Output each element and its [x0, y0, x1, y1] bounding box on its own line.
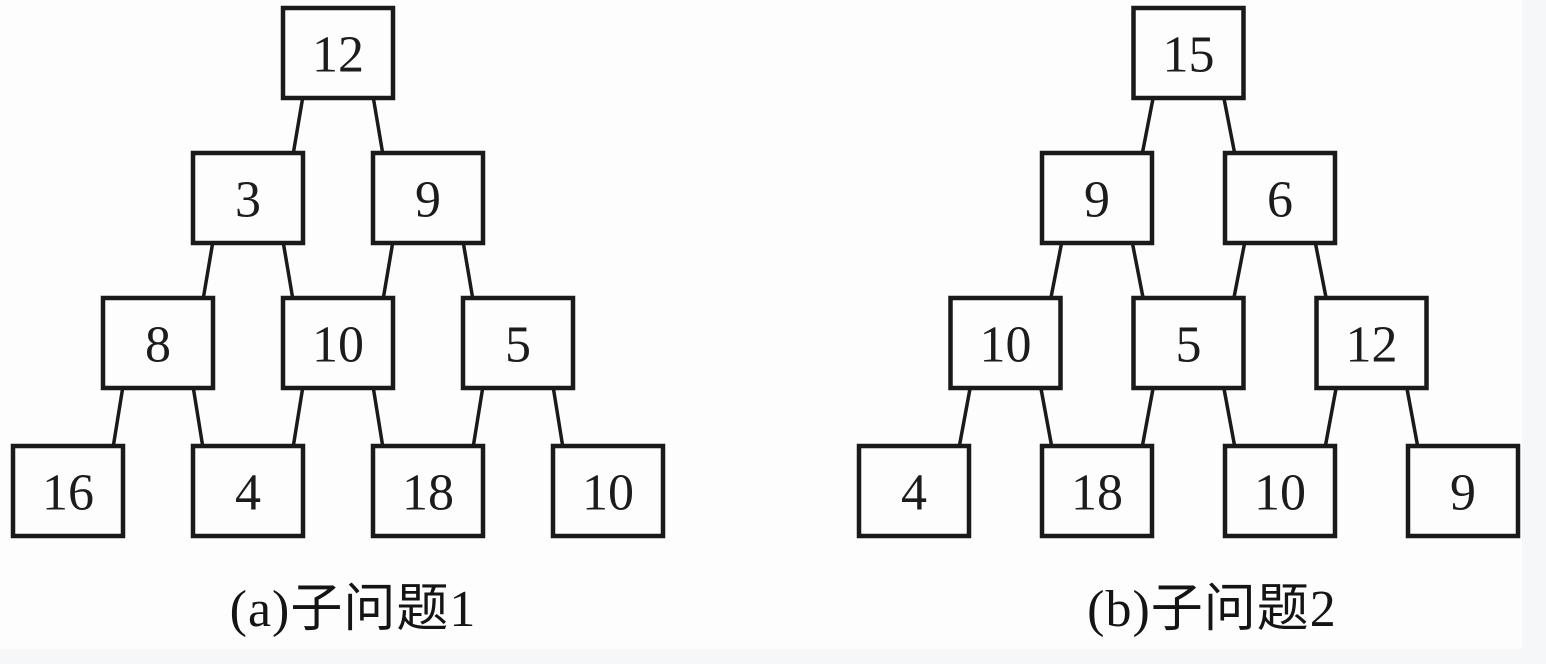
tree-node-box — [1222, 150, 1338, 246]
tree-edge — [281, 240, 295, 301]
tree-edge — [291, 385, 305, 449]
tree-node-value: 9 — [415, 172, 441, 229]
tree-node-box — [1131, 5, 1246, 101]
tree-node-value: 3 — [235, 172, 261, 229]
tree-node-box — [1405, 443, 1521, 539]
tree-node-value: 15 — [1163, 27, 1215, 84]
tree-edge — [957, 385, 973, 449]
figure-a-caption: (a)子问题1 — [229, 581, 477, 638]
tree-node-value: 10 — [312, 317, 364, 374]
tree-node-box — [1039, 150, 1155, 246]
tree-node-box — [948, 295, 1063, 391]
tree-node-box — [370, 443, 486, 539]
tree-node-value: 12 — [312, 27, 364, 84]
tree-edge — [1221, 95, 1237, 156]
tree-edge — [381, 240, 395, 301]
tree-edge — [1038, 385, 1054, 449]
figure-b-caption: (b)子问题2 — [1087, 581, 1337, 638]
tree-edge — [551, 385, 565, 449]
tree-node-box — [370, 150, 486, 246]
tree-node-box — [460, 295, 576, 391]
tree-edge — [1231, 240, 1247, 301]
tree-node-box — [10, 443, 126, 539]
tree-edge — [1140, 385, 1156, 449]
tree-node-box — [856, 443, 972, 539]
tree-node-value: 8 — [145, 317, 171, 374]
tree-node-box — [1039, 443, 1155, 539]
tree-node-box — [1314, 295, 1429, 391]
tree-node-value: 9 — [1084, 172, 1110, 229]
tree-node-value: 18 — [1071, 465, 1123, 522]
tree-node-value: 10 — [1254, 465, 1306, 522]
tree-edge — [1313, 240, 1329, 301]
bottom-edge-strip — [0, 649, 1546, 664]
tree-node-value: 12 — [1346, 317, 1398, 374]
tree-node-value: 4 — [901, 465, 927, 522]
tree-node-value: 16 — [42, 465, 94, 522]
tree-node-value: 10 — [582, 465, 634, 522]
tree-edge — [1404, 385, 1420, 449]
tree-node-box — [190, 150, 306, 246]
tree-node-box — [100, 295, 216, 391]
tree-node-box — [280, 295, 396, 391]
tree-node-value: 5 — [505, 317, 531, 374]
tree-edge — [1323, 385, 1339, 449]
tree-edge — [201, 240, 215, 301]
tree-node-value: 18 — [402, 465, 454, 522]
tree-node-value: 9 — [1450, 465, 1476, 522]
tree-node-box — [550, 443, 666, 539]
tree-node-value: 5 — [1176, 317, 1202, 374]
tree-edge — [1221, 385, 1237, 449]
tree-edge — [371, 95, 385, 156]
tree-edge — [1130, 240, 1146, 301]
tree-node-box — [1222, 443, 1338, 539]
right-edge-strip — [1522, 0, 1546, 664]
tree-edge — [1140, 95, 1156, 156]
tree-node-box — [190, 443, 306, 539]
tree-node-value: 10 — [980, 317, 1032, 374]
tree-edge — [291, 95, 305, 156]
tree-node-box — [1131, 295, 1246, 391]
tree-edge — [371, 385, 385, 449]
tree-node-box — [280, 5, 396, 101]
tree-edge — [461, 240, 475, 301]
figure-b-tree: 15 9 6 10 5 12 4 18 10 9 — [856, 5, 1521, 539]
tree-edge — [1048, 240, 1064, 301]
tree-edge — [471, 385, 485, 449]
tree-edge — [111, 385, 125, 449]
tree-node-value: 4 — [235, 465, 261, 522]
figure-a-tree: 12 3 9 8 10 5 16 4 18 10 — [10, 5, 666, 539]
tree-edge — [191, 385, 205, 449]
tree-node-value: 6 — [1267, 172, 1293, 229]
